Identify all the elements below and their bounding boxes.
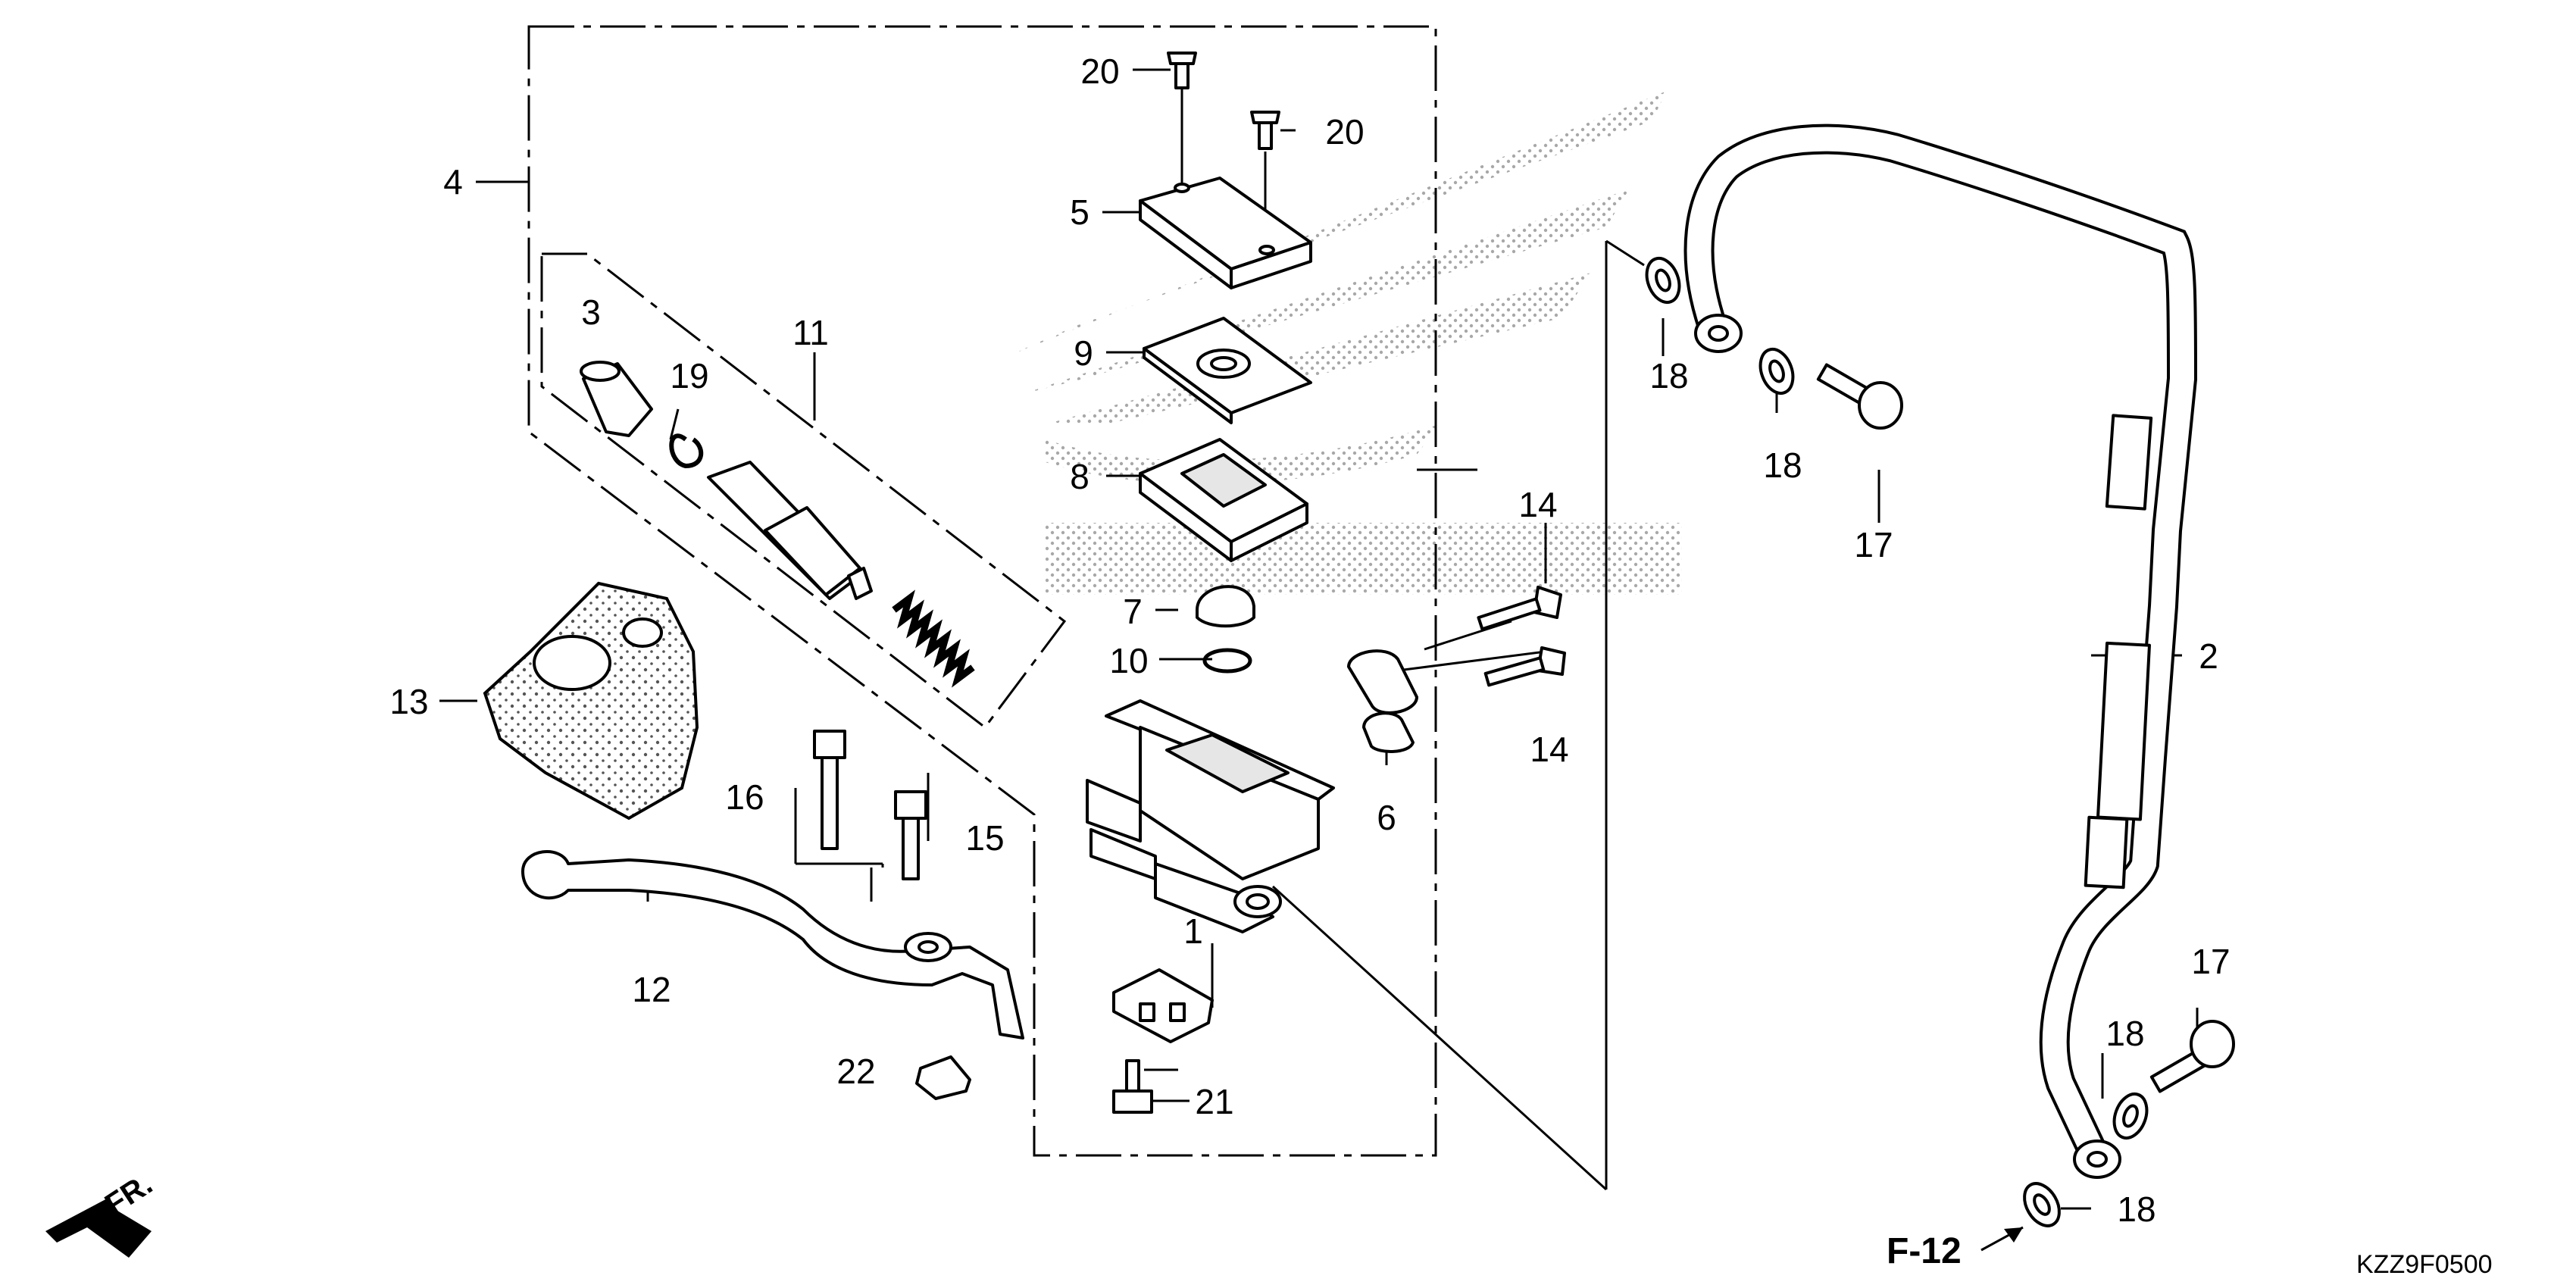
callout-19: 19 [670, 356, 708, 395]
wing-logo-watermark [1008, 91, 1682, 595]
callout-15: 15 [965, 818, 1004, 858]
boot-part-7 [1196, 585, 1255, 628]
callout-4: 4 [443, 162, 463, 202]
callout-18a: 18 [1649, 356, 1688, 395]
callout-1: 1 [1183, 911, 1203, 951]
page-reference: F-12 [1887, 1231, 1962, 1271]
callout-14a: 14 [1518, 485, 1557, 524]
group-boundary-hose [1605, 239, 1645, 1190]
diagram-code: KZZ9F0500 [2356, 1250, 2493, 1279]
callout-3: 3 [581, 292, 601, 332]
circlip-part-19 [669, 433, 704, 469]
master-cylinder-body-part-4 [1086, 699, 1335, 933]
bolt-part-14b [1483, 646, 1566, 687]
callout-22: 22 [836, 1052, 875, 1091]
callout-6: 6 [1377, 798, 1396, 837]
screw-part-20b [1250, 111, 1280, 150]
callout-21: 21 [1195, 1082, 1233, 1121]
callout-14b: 14 [1530, 730, 1568, 769]
callout-20a: 20 [1080, 52, 1119, 91]
brake-hose-part-2 [1683, 123, 2198, 1179]
lever-cover-part-13 [483, 581, 699, 821]
leader-lines [439, 68, 2199, 1210]
diaphragm-plate-part-9 [1143, 317, 1312, 424]
pivot-cap-part-22 [915, 1055, 971, 1100]
callout-18d: 18 [2117, 1190, 2156, 1229]
callout-8: 8 [1070, 457, 1089, 496]
group-boundary-master-cylinder [527, 25, 1437, 1157]
washer-part-18c [2112, 1092, 2149, 1140]
group-boundary-piston-set [540, 252, 1067, 730]
circlip-part-10 [1202, 648, 1252, 674]
brake-switch-part-1 [1112, 968, 1214, 1043]
bolt-part-14a [1477, 586, 1562, 631]
pivot-bolt-part-16 [813, 730, 846, 850]
diaphragm-part-8 [1139, 438, 1308, 562]
page-reference-arrow-icon [1980, 1226, 2024, 1252]
brake-lever-part-12 [521, 850, 1024, 1039]
banjo-bolt-part-17a [1816, 363, 1903, 430]
callout-17b: 17 [2191, 942, 2230, 981]
callout-16: 16 [725, 777, 764, 817]
callout-10: 10 [1109, 641, 1148, 680]
callout-2: 2 [2199, 636, 2218, 676]
washer-part-18a [1645, 256, 1681, 305]
boot-part-3 [580, 361, 653, 437]
callout-18c: 18 [2106, 1014, 2144, 1053]
reservoir-cap-part-5 [1139, 177, 1312, 289]
callout-18b: 18 [1763, 445, 1802, 485]
front-direction-arrow-icon [45, 1197, 152, 1258]
spring [892, 589, 975, 688]
callout-7: 7 [1123, 592, 1143, 631]
pivot-bolt-part-15 [894, 790, 927, 880]
banjo-bolt-part-17b [2149, 1020, 2235, 1093]
callout-9: 9 [1074, 333, 1093, 373]
callout-5: 5 [1070, 192, 1089, 232]
piston-set-part-11 [707, 461, 873, 600]
washer-part-18d [2023, 1182, 2061, 1227]
holder-part-6 [1347, 649, 1418, 753]
washer-part-18b [1758, 347, 1795, 395]
callout-labels: 1 2 3 4 5 6 7 8 9 10 11 12 13 14 14 15 1… [389, 52, 2230, 1229]
callout-12: 12 [632, 970, 671, 1009]
callout-20b: 20 [1325, 112, 1364, 152]
screw-part-21 [1112, 1059, 1153, 1114]
callout-17a: 17 [1854, 525, 1893, 564]
callout-11: 11 [792, 313, 829, 352]
screw-part-20a [1167, 52, 1197, 89]
callout-13: 13 [389, 682, 428, 721]
